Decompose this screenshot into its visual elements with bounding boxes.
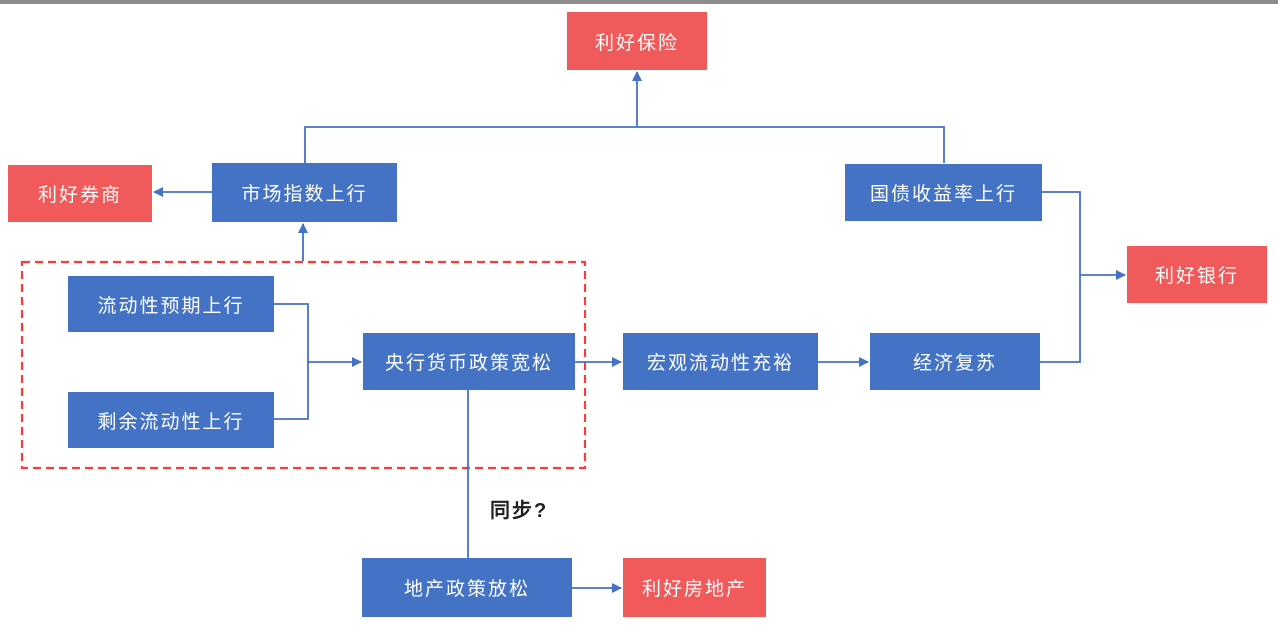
node-shengyu-liudongxing: 剩余流动性上行 (68, 392, 274, 448)
node-lihao-yinhang: 利好银行 (1127, 246, 1267, 303)
node-label: 央行货币政策宽松 (384, 353, 553, 374)
edge-left-pair-bracket (274, 303, 309, 420)
node-hongguan-chongyu: 宏观流动性充裕 (623, 333, 818, 390)
node-lihao-fangdichan: 利好房地产 (623, 558, 766, 617)
node-lihao-quanshang: 利好券商 (8, 165, 152, 222)
edge-market-index-yields-elbow (304, 126, 945, 163)
node-label: 地产政策放松 (403, 579, 530, 600)
node-label: 经济复苏 (912, 353, 997, 374)
node-yanghang-kuansong: 央行货币政策宽松 (363, 333, 575, 390)
node-dichan-fangsong: 地产政策放松 (362, 558, 572, 617)
node-label: 剩余流动性上行 (97, 411, 245, 433)
node-label: 国债收益率上行 (869, 184, 1017, 205)
node-jingji-fusu: 经济复苏 (870, 333, 1040, 390)
top-border-bar (0, 0, 1278, 4)
sync-question-label: 同步? (490, 500, 549, 522)
node-liudongxing-yuqi: 流动性预期上行 (68, 276, 274, 332)
edges-group (20, 71, 1126, 593)
node-label: 流动性预期上行 (97, 295, 245, 317)
edge-recovery-to-yields-elbow (1040, 191, 1081, 363)
node-guozhai-shouyilv: 国债收益率上行 (845, 164, 1042, 221)
node-label: 利好银行 (1154, 266, 1239, 287)
node-shichang-zhishu: 市场指数上行 (212, 163, 397, 222)
node-label: 宏观流动性充裕 (646, 353, 794, 374)
node-label: 市场指数上行 (241, 184, 368, 205)
node-lihao-baoxian: 利好保险 (567, 12, 707, 70)
node-label: 利好房地产 (641, 579, 747, 600)
node-label: 利好保险 (594, 32, 679, 54)
node-label: 利好券商 (37, 185, 122, 206)
liquidity-scope-dashed-box (20, 260, 587, 470)
